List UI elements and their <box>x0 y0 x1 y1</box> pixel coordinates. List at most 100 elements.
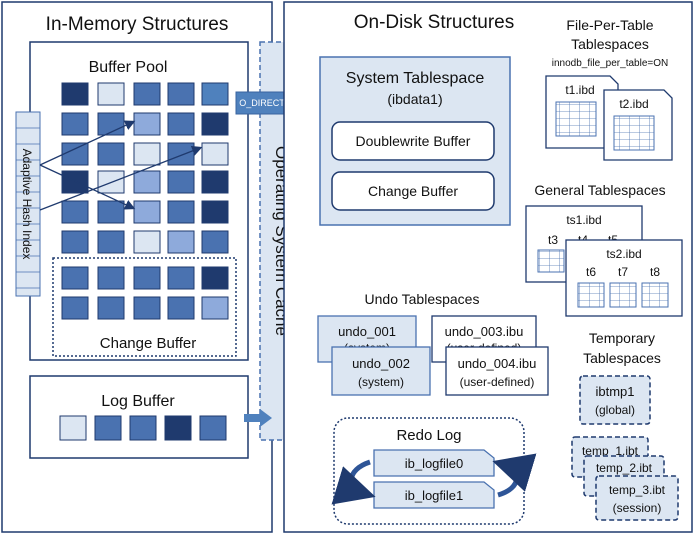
buffer-page <box>133 142 161 166</box>
undo-002-sub: (system) <box>358 375 404 389</box>
o-direct-label: O_DIRECT <box>239 98 285 108</box>
ib-logfile0-label: ib_logfile0 <box>405 456 464 471</box>
buffer-page <box>201 230 229 254</box>
adaptive-hash-index: Adaptive Hash Index <box>15 111 41 297</box>
buffer-page <box>133 170 161 194</box>
temp-title-1: Temporary <box>589 330 655 346</box>
temp-2-label: temp_2.ibt <box>596 461 653 475</box>
buffer-page <box>167 200 195 224</box>
undo-004-box <box>445 346 549 396</box>
buffer-pool-pages <box>61 82 229 320</box>
buffer-page <box>133 200 161 224</box>
buffer-page <box>201 296 229 320</box>
log-buffer-page <box>199 415 227 441</box>
in-memory-title: In-Memory Structures <box>46 14 229 35</box>
log-buffer-page <box>164 415 192 441</box>
buffer-page <box>61 142 89 166</box>
temp-title-2: Tablespaces <box>583 350 661 366</box>
file-per-table-tablespaces: File-Per-Table Tablespaces innodb_file_p… <box>545 17 673 161</box>
buffer-page <box>201 142 229 166</box>
buffer-pool-title: Buffer Pool <box>89 59 168 76</box>
redo-cycle-right-arrow <box>492 453 537 498</box>
undo-003-label: undo_003.ibu <box>445 324 524 339</box>
fpt-option: innodb_file_per_table=ON <box>552 58 668 69</box>
ibtmp1-label: ibtmp1 <box>595 384 634 399</box>
temporary-tablespaces: Temporary Tablespaces ibtmp1 (global) te… <box>571 330 679 521</box>
buffer-page <box>97 230 125 254</box>
buffer-page <box>133 266 161 290</box>
log-flush-arrow <box>244 409 272 427</box>
sys-change-buffer <box>331 171 495 211</box>
buffer-page <box>97 142 125 166</box>
ibtmp1-sub: (global) <box>595 403 635 417</box>
undo-002-label: undo_002 <box>352 356 410 371</box>
log-buffer-title: Log Buffer <box>101 393 175 410</box>
buffer-page <box>167 230 195 254</box>
buffer-page <box>167 112 195 136</box>
undo-002-box <box>331 346 431 396</box>
t8-label: t8 <box>650 265 660 279</box>
buffer-page <box>61 296 89 320</box>
doublewrite-buffer-label: Doublewrite Buffer <box>356 133 471 149</box>
on-disk-title: On-Disk Structures <box>354 12 514 33</box>
buffer-page <box>97 82 125 106</box>
ibtmp1-box <box>579 375 651 425</box>
buffer-page <box>201 170 229 194</box>
buffer-page <box>133 112 161 136</box>
redo-log-title: Redo Log <box>396 427 461 444</box>
ib-logfile1-label: ib_logfile1 <box>405 488 464 503</box>
buffer-page <box>97 200 125 224</box>
system-tablespace: System Tablespace (ibdata1) Doublewrite … <box>319 56 511 226</box>
ts1-ibd-label: ts1.ibd <box>566 213 601 227</box>
undo-004-sub: (user-defined) <box>460 375 535 389</box>
buffer-page <box>61 112 89 136</box>
general-tablespaces: General Tablespaces ts1.ibd t3 t4 t5 ts2… <box>525 182 683 317</box>
buffer-page <box>201 200 229 224</box>
buffer-page <box>133 230 161 254</box>
buffer-page <box>167 296 195 320</box>
buffer-page <box>61 170 89 194</box>
system-tablespace-file: (ibdata1) <box>387 91 442 107</box>
fpt-title-2: Tablespaces <box>571 36 649 52</box>
buffer-page <box>61 266 89 290</box>
undo-004-label: undo_004.ibu <box>458 356 537 371</box>
buffer-page <box>133 296 161 320</box>
sys-change-buffer-label: Change Buffer <box>368 183 458 199</box>
temp-3-sub: (session) <box>613 501 662 515</box>
buffer-page <box>167 82 195 106</box>
temp-1-label: temp_1.ibt <box>582 444 639 458</box>
system-tablespace-title: System Tablespace <box>346 70 485 87</box>
buffer-page <box>201 82 229 106</box>
buffer-page <box>201 266 229 290</box>
buffer-page <box>167 142 195 166</box>
buffer-page <box>133 82 161 106</box>
buffer-page <box>167 266 195 290</box>
undo-title: Undo Tablespaces <box>365 291 480 307</box>
general-title: General Tablespaces <box>534 182 665 198</box>
change-buffer-region <box>52 257 237 357</box>
buffer-page <box>61 200 89 224</box>
t2-ibd-label: t2.ibd <box>619 97 648 111</box>
t3-label: t3 <box>548 233 558 247</box>
change-buffer-label: Change Buffer <box>100 335 196 352</box>
doublewrite-buffer <box>331 121 495 161</box>
buffer-page <box>167 170 195 194</box>
buffer-page <box>61 82 89 106</box>
hash-pointers <box>39 120 203 211</box>
undo-tablespaces: Undo Tablespaces undo_001 (system) undo_… <box>317 291 549 396</box>
fpt-title-1: File-Per-Table <box>566 17 653 33</box>
temp-3-box <box>595 475 679 521</box>
undo-001-label: undo_001 <box>338 324 396 339</box>
ts2-ibd-label: ts2.ibd <box>606 247 641 261</box>
t7-label: t7 <box>618 265 628 279</box>
buffer-page <box>201 112 229 136</box>
log-buffer-page <box>129 415 157 441</box>
t1-ibd-label: t1.ibd <box>565 83 594 97</box>
adaptive-hash-index-label: Adaptive Hash Index <box>20 149 34 260</box>
redo-log: Redo Log ib_logfile0 ib_logfile1 <box>331 417 537 525</box>
log-buffer-page <box>59 415 87 441</box>
redo-cycle-left-arrow <box>331 459 376 505</box>
t6-label: t6 <box>586 265 596 279</box>
buffer-page <box>61 230 89 254</box>
